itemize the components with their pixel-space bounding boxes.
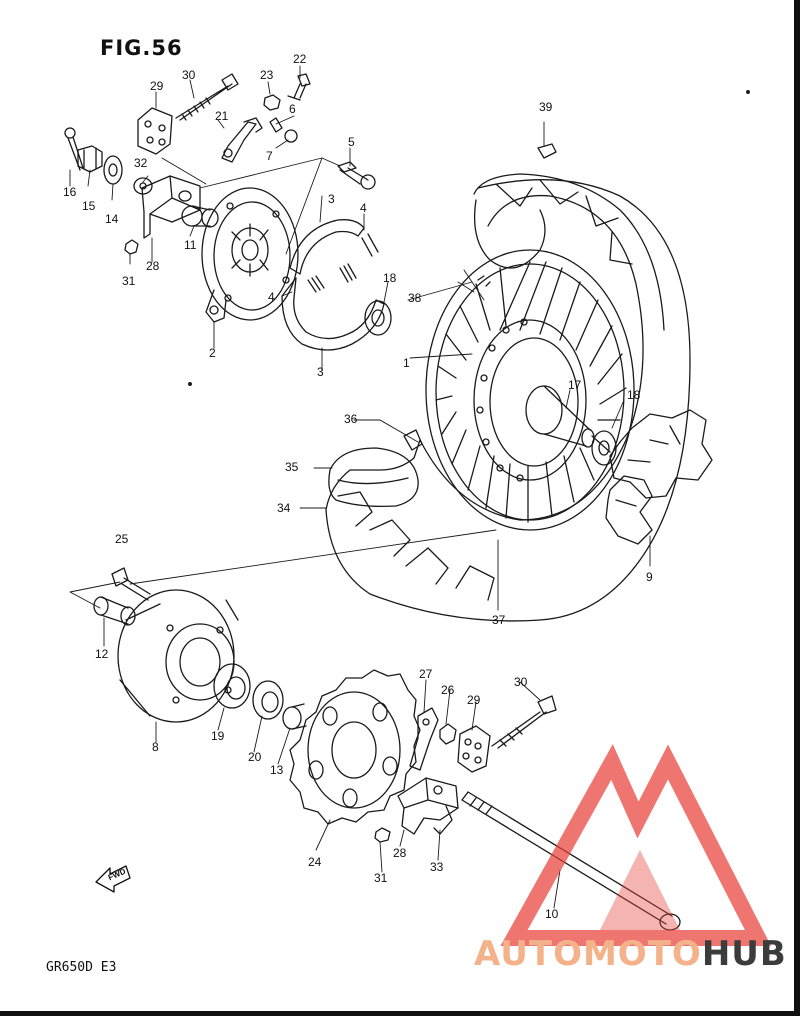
callout-7: 7 (266, 149, 273, 163)
washer-7 (284, 129, 298, 143)
callout-28b: 28 (393, 846, 407, 860)
sprocket-drum-8 (117, 589, 239, 723)
callout-12: 12 (95, 647, 109, 661)
callout-6: 6 (289, 102, 296, 116)
callout-29a: 29 (150, 79, 164, 93)
spacer-13 (282, 703, 307, 730)
wheel-spokes (435, 261, 627, 523)
callout-31b: 31 (374, 871, 388, 885)
model-code: GR650D E3 (46, 960, 117, 975)
pin-12 (93, 596, 136, 626)
figure-title: FIG.56 (100, 36, 183, 60)
callout-1: 1 (403, 356, 410, 370)
callout-18a: 18 (383, 271, 397, 285)
bolt-25 (111, 567, 151, 601)
fwd-arrow-icon (95, 865, 131, 893)
seal-20 (252, 680, 284, 720)
bearing-19 (213, 663, 251, 709)
callout-38: 38 (408, 291, 422, 305)
callout-27: 27 (419, 667, 433, 681)
axle-adjuster-left (141, 175, 201, 239)
adjuster-bolt-30b (491, 695, 557, 749)
callout-9: 9 (646, 570, 653, 584)
chain-adjuster-plate-right (457, 725, 491, 773)
callout-24: 24 (308, 855, 322, 869)
callout-3b: 3 (317, 365, 324, 379)
callout-29b: 29 (467, 693, 481, 707)
brake-shoes (281, 219, 385, 351)
callout-28a: 28 (146, 259, 160, 273)
bearing-18-lower (591, 430, 617, 466)
chain-adjuster-27 (409, 707, 439, 771)
cush-rubbers-9 (605, 409, 713, 545)
callout-31a: 31 (122, 274, 136, 288)
axle-nut (77, 145, 103, 173)
callout-13: 13 (270, 763, 284, 777)
callout-30a: 30 (182, 68, 196, 82)
callout-21: 21 (215, 109, 229, 123)
nut-26 (439, 723, 457, 745)
torque-link-21 (221, 117, 263, 163)
callout-37: 37 (492, 613, 506, 627)
adjuster-bolt-long (175, 73, 239, 121)
right-border (794, 0, 800, 1016)
callout-5: 5 (348, 135, 355, 149)
callout-16: 16 (63, 185, 77, 199)
valve-39 (537, 143, 557, 159)
callout-19: 19 (211, 729, 225, 743)
washer-14 (103, 155, 123, 185)
washer-32 (133, 177, 153, 195)
callout-17: 17 (568, 378, 582, 392)
callout-22: 22 (293, 52, 307, 66)
callout-20: 20 (248, 750, 262, 764)
callout-36: 36 (344, 412, 358, 426)
callout-14: 14 (105, 212, 119, 226)
callout-39: 39 (539, 100, 553, 114)
axle-adjuster-right (397, 777, 459, 835)
rear-tire (325, 173, 691, 622)
leader-lines (69, 65, 651, 909)
spoke-nipples-38 (477, 275, 491, 287)
callout-23: 23 (260, 68, 274, 82)
callout-4b: 4 (268, 290, 275, 304)
callout-3a: 3 (328, 192, 335, 206)
watermark-text-part2: HUB (701, 934, 787, 974)
brake-panel (201, 187, 299, 323)
nut-31 (124, 239, 139, 255)
watermark-text-part1: AUTOMOTO (474, 934, 702, 974)
bolt-22 (287, 73, 311, 101)
watermark-logo-icon (500, 744, 772, 946)
callout-2: 2 (209, 346, 216, 360)
callout-8: 8 (152, 740, 159, 754)
callout-15: 15 (82, 199, 96, 213)
callout-11: 11 (184, 238, 197, 252)
wheel-hub (473, 318, 595, 482)
nut-23 (263, 94, 281, 111)
bottom-border (0, 1011, 800, 1016)
tube-35 (328, 447, 419, 508)
callout-33: 33 (430, 860, 444, 874)
clip-6 (269, 117, 283, 133)
rear-sprocket-24 (289, 669, 421, 825)
callout-35: 35 (285, 460, 299, 474)
callout-26: 26 (441, 683, 455, 697)
callout-18b: 18 (627, 388, 641, 402)
bearing-18-upper (364, 300, 392, 336)
callout-34: 34 (277, 501, 291, 515)
callout-10: 10 (545, 907, 559, 921)
callout-32: 32 (134, 156, 148, 170)
rear-rim (425, 249, 635, 531)
rim-band-36 (403, 429, 423, 451)
watermark-text: AUTOMOTOHUB (474, 934, 787, 974)
spacer-11 (181, 205, 219, 228)
callout-4a: 4 (360, 201, 367, 215)
nut-31-lower (374, 827, 391, 843)
chain-adjuster-plate-left (137, 107, 173, 155)
callout-30b: 30 (514, 675, 528, 689)
brake-cam-5 (337, 161, 376, 190)
callout-25: 25 (115, 532, 129, 546)
